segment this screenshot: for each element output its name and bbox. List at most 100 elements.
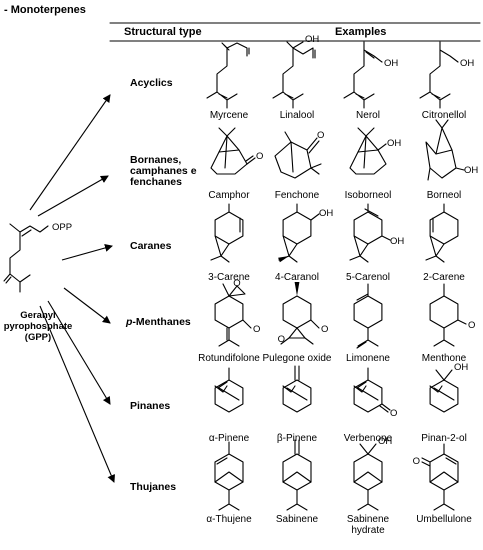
bond [445,457,457,465]
bond [294,439,300,455]
class-label-line: Caranes [130,240,172,252]
bond [353,91,375,101]
class-label-line: Pinanes [130,400,170,412]
compound-name: Citronellol [422,110,466,121]
bond [379,403,391,413]
bond [242,319,252,329]
molecule-structure: OH [278,203,333,263]
opp-group: OPP [52,222,72,233]
hydroxyl-label: OH [387,138,401,149]
gpp-label-line: Geranyl [20,310,55,321]
bond [353,379,383,413]
diagram-title: - Monoterpenes [4,4,86,16]
bond [228,285,246,297]
compound-name: Pinan-2-ol [421,433,467,444]
bond [223,44,230,51]
molecule-structure: OH [419,41,474,109]
bond [226,327,230,341]
class-label-line: p-Menthanes [125,316,191,328]
bond [282,379,312,413]
bond [356,327,379,349]
molecule-structure [353,283,383,349]
bond [357,489,379,511]
bond [429,91,451,101]
molecule-structure [282,365,312,413]
bond [421,457,431,467]
bond [280,337,314,345]
example-rows: MyrceneOHLinaloolOHNerolOHCitronellolOCa… [198,34,478,536]
class-arrow [39,305,115,483]
bond [294,365,300,381]
bond [288,327,306,339]
bond [356,381,367,389]
class-label-line: Bornanes, [130,154,181,166]
bond [429,379,459,413]
bond [364,208,379,217]
hydroxyl-label: OH [378,436,392,447]
molecule-structure: OH [343,41,398,109]
bond [245,155,256,165]
class-arrows [29,94,115,483]
compound-name: 4-Caranol [275,272,319,283]
compound-name: Linalool [280,110,314,121]
bond [429,211,459,245]
bond [310,163,322,175]
bond [216,42,248,93]
hydroxyl-label: OH [305,34,319,45]
compound-name: β-Pinene [277,433,318,444]
bond [377,143,387,151]
molecule-structure: O [353,367,397,419]
bond [274,141,312,179]
compound-name: Rotundifolone [198,353,260,364]
class-arrow [63,287,111,324]
bond [353,385,367,393]
gpp-label-line: (GPP) [25,332,51,343]
bond [310,319,320,329]
bond [429,295,459,329]
molecule-structure: OH [353,436,392,511]
class-arrow [37,175,109,217]
bond [282,91,304,101]
molecule-structure [210,203,244,263]
wedge-bond [278,256,289,263]
compound-name: 3-Carene [208,272,250,283]
compound-name: 2-Carene [423,272,465,283]
bond [359,443,377,455]
bond [214,379,244,413]
bond [427,167,431,181]
header-examples: Examples [335,26,386,38]
molecule-structure: O [210,127,263,175]
bond [218,387,240,401]
bond [363,135,367,169]
bond [222,283,230,297]
molecule-structure [425,203,459,263]
bond [206,91,218,99]
gpp-structure: OPP [3,222,72,293]
bond [218,339,240,347]
bond [381,235,391,241]
bond [310,213,320,221]
class-arrow [47,300,111,405]
bond [217,381,228,389]
header-structural-type: Structural type [124,26,202,38]
bond [433,327,455,347]
bond [216,457,228,465]
bond [425,255,445,263]
compound-name: α-Thujene [206,514,252,525]
molecule-structure: OH [429,362,468,413]
bond [282,41,314,93]
ketone-label: O [321,324,328,335]
bond [429,235,445,257]
bond [349,149,387,175]
bond [349,255,369,263]
molecule-structure: OH [349,203,404,263]
molecule-structure [214,367,244,413]
compound-name: Isoborneol [345,190,392,201]
compound-name: Camphor [208,190,250,201]
